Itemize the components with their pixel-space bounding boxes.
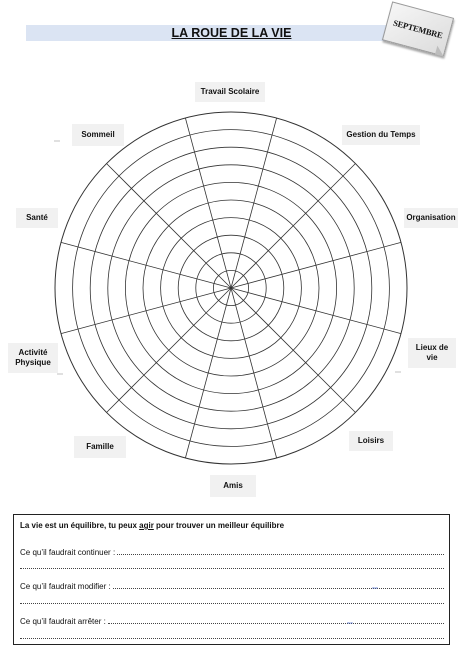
stop-answer-line[interactable]: [107, 615, 444, 624]
wheel-spoke: [106, 287, 232, 413]
continue-extra-line[interactable]: [20, 567, 444, 569]
wheel-spoke: [185, 287, 232, 459]
wheel-spoke: [230, 117, 277, 289]
wheel-ring: [107, 164, 355, 412]
wheel-ring: [125, 181, 337, 394]
wheel-ring: [142, 199, 320, 377]
label-gestion-du-temps: Gestion du Temps: [342, 125, 420, 145]
wheel-spoke: [230, 242, 402, 289]
wheel-ring: [195, 252, 267, 324]
label-lieux-de-vie: Lieux de vie: [408, 338, 456, 368]
wheel-ring: [72, 129, 390, 447]
modify-extra-line[interactable]: [20, 602, 444, 604]
wheel-ring: [54, 111, 408, 465]
wheel-spoke: [230, 163, 356, 289]
wheel-ring: [212, 269, 249, 306]
label-famille: Famille: [74, 436, 126, 458]
wheel-spoke: [230, 287, 277, 459]
wheel-spoke: [185, 117, 232, 289]
reflection-heading: La vie est un équilibre, tu peux agir po…: [20, 521, 285, 530]
label-organisation: Organisation: [404, 208, 458, 228]
continue-row[interactable]: Ce qu’il faudrait continuer :: [20, 546, 444, 557]
reflection-box: La vie est un équilibre, tu peux agir po…: [13, 514, 450, 645]
wheel-spoke: [230, 287, 356, 413]
wheel-spoke: [60, 242, 232, 289]
modify-row[interactable]: Ce qu’il faudrait modifier :: [20, 580, 444, 591]
wheel-ring: [160, 217, 302, 359]
modify-label: Ce qu’il faudrait modifier :: [20, 582, 111, 591]
page-title: LA ROUE DE LA VIE: [171, 26, 292, 40]
label-sommeil: Sommeil: [72, 124, 124, 146]
stop-row[interactable]: Ce qu’il faudrait arrêter :: [20, 615, 444, 626]
label-sante: Santé: [16, 208, 58, 228]
wheel-ring: [177, 234, 285, 342]
continue-label: Ce qu’il faudrait continuer :: [20, 548, 116, 557]
label-loisirs: Loisirs: [349, 431, 393, 451]
spellcheck-mark: ᵕᵕᵕᵕ: [372, 586, 378, 592]
label-activite-physique: Activité Physique: [8, 343, 58, 373]
label-travail-scolaire: Travail Scolaire: [195, 82, 265, 102]
wheel-ring: [89, 146, 373, 430]
stop-label: Ce qu’il faudrait arrêter :: [20, 617, 106, 626]
continue-answer-line[interactable]: [117, 546, 444, 555]
modify-answer-line[interactable]: [112, 580, 444, 589]
wheel-spoke: [230, 287, 402, 334]
label-amis: Amis: [210, 475, 256, 497]
wheel-spoke: [106, 163, 232, 289]
title-band: [26, 25, 398, 41]
stop-extra-line[interactable]: [20, 637, 444, 639]
spellcheck-mark: ᵕᵕᵕᵕ: [347, 621, 353, 627]
wheel-spoke: [60, 287, 232, 334]
